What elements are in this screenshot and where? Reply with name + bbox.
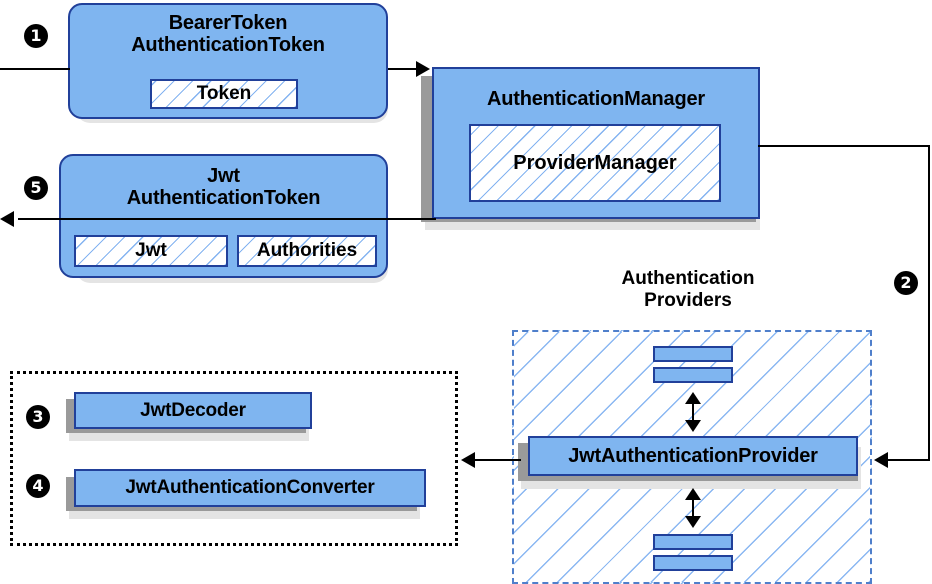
- step-marker-1: 1: [24, 24, 48, 48]
- connector-token-to-manager-arrow: [416, 61, 430, 77]
- provider-stub-bottom-1: [653, 534, 733, 550]
- node-jwt-decoder[interactable]: JwtDecoder: [74, 392, 312, 429]
- node-jwt-token-title-line2: AuthenticationToken: [126, 187, 321, 210]
- jwt-support-group-container: [10, 371, 458, 546]
- node-bearer-token-title-line1: BearerToken: [168, 12, 288, 34]
- node-token-label: Token: [196, 83, 252, 104]
- provider-link-top-arrow-up: [685, 392, 701, 404]
- step-marker-5: 5: [24, 176, 48, 200]
- node-jwt-authentication-converter-title: JwtAuthenticationConverter: [125, 477, 375, 499]
- provider-link-top-arrow-down: [685, 420, 701, 432]
- step-marker-3: 3: [26, 405, 50, 429]
- node-authorities-label: Authorities: [256, 240, 358, 261]
- node-provider-manager[interactable]: ProviderManager: [469, 124, 721, 202]
- node-jwt-token-title-line1: Jwt: [207, 165, 240, 187]
- node-bearer-token-title-line2: AuthenticationToken: [131, 34, 325, 57]
- node-jwt-authentication-provider-title: JwtAuthenticationProvider: [568, 444, 818, 467]
- node-authentication-manager-title: AuthenticationManager: [486, 88, 706, 110]
- connector-provider-to-support-line: [475, 459, 521, 461]
- authentication-providers-label-line2: Providers: [644, 289, 732, 311]
- node-authorities[interactable]: Authorities: [237, 235, 377, 267]
- provider-link-bottom-line: [692, 494, 694, 520]
- connector-token-to-manager-line: [388, 68, 420, 70]
- step-marker-2: 2: [894, 271, 918, 295]
- node-provider-manager-title: ProviderManager: [513, 151, 677, 174]
- node-token[interactable]: Token: [150, 79, 298, 109]
- provider-link-bottom-arrow-up: [685, 488, 701, 500]
- node-jwt-decoder-title: JwtDecoder: [140, 399, 246, 421]
- connector-provider-to-support-arrow: [461, 452, 475, 468]
- connector-manager-to-provider-right: [928, 145, 930, 459]
- node-jwt-authentication-converter[interactable]: JwtAuthenticationConverter: [74, 469, 426, 507]
- provider-stub-top-1: [653, 346, 733, 362]
- connector-manager-to-jwt-token: [18, 218, 436, 220]
- connector-manager-to-provider-top: [758, 145, 930, 147]
- authentication-providers-label-line1: Authentication: [621, 268, 755, 289]
- node-jwt[interactable]: Jwt: [74, 235, 228, 267]
- authentication-providers-label: Authentication Providers: [578, 268, 798, 312]
- connector-manager-to-provider-arrow: [874, 452, 888, 468]
- provider-stub-bottom-2: [653, 555, 733, 571]
- node-jwt-authentication-provider[interactable]: JwtAuthenticationProvider: [528, 436, 858, 476]
- provider-link-top-line: [692, 398, 694, 424]
- connector-manager-to-provider-bottom: [888, 459, 930, 461]
- provider-link-bottom-arrow-down: [685, 516, 701, 528]
- connector-inbound-request: [0, 68, 70, 70]
- connector-outbound-arrow: [0, 211, 14, 227]
- provider-stub-top-2: [653, 367, 733, 383]
- step-marker-4: 4: [26, 474, 50, 498]
- node-jwt-label: Jwt: [135, 240, 167, 261]
